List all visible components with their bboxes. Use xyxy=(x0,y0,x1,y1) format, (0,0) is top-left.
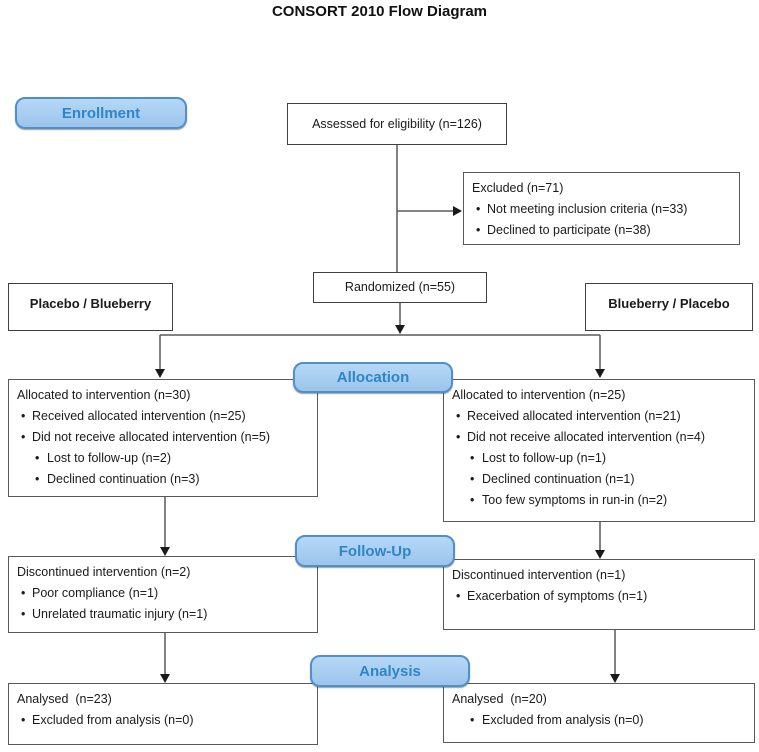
allocation-left-title: Allocated to intervention (n=30) xyxy=(17,388,191,402)
allocation-left-sub-bullet: Declined continuation (n=3) xyxy=(17,469,311,490)
arrowhead-followup-left xyxy=(160,547,170,556)
excluded-title: Excluded (n=71) xyxy=(472,181,564,195)
randomized-box: Randomized (n=55) xyxy=(313,272,487,303)
enrollment-phase-badge: Enrollment xyxy=(15,97,187,129)
follow-up-left-title: Discontinued intervention (n=2) xyxy=(17,565,191,579)
analysis-right-title: Analysed (n=20) xyxy=(452,692,547,706)
allocation-left-box: Allocated to intervention (n=30) Receive… xyxy=(8,379,318,497)
analysis-left-title: Analysed (n=23) xyxy=(17,692,112,706)
allocation-right-title: Allocated to intervention (n=25) xyxy=(452,388,626,402)
arrowhead-analysis-left xyxy=(160,674,170,683)
arrowhead-excluded xyxy=(453,206,462,216)
allocation-left-sub-bullet: Lost to follow-up (n=2) xyxy=(17,448,311,469)
follow-up-left-box: Discontinued intervention (n=2) Poor com… xyxy=(8,556,318,633)
allocation-right-bullet: Did not receive allocated intervention (… xyxy=(452,427,748,448)
allocation-right-bullet: Received allocated intervention (n=21) xyxy=(452,406,748,427)
arrowhead-branch xyxy=(395,325,405,334)
diagram-title: CONSORT 2010 Flow Diagram xyxy=(271,3,488,20)
arm-label-placebo-blueberry: Placebo / Blueberry xyxy=(8,283,173,331)
arrowhead-followup-right xyxy=(595,550,605,559)
allocation-phase-badge: Allocation xyxy=(293,362,453,393)
randomized-text: Randomized (n=55) xyxy=(344,280,456,294)
allocation-right-sub-bullet: Declined continuation (n=1) xyxy=(452,469,748,490)
analysis-right-bullet: Excluded from analysis (n=0) xyxy=(452,710,748,731)
follow-up-right-box: Discontinued intervention (n=1) Exacerba… xyxy=(443,559,755,630)
arrowhead-alloc-left xyxy=(155,369,165,378)
arrowhead-analysis-right xyxy=(610,674,620,683)
follow-up-left-bullet: Unrelated traumatic injury (n=1) xyxy=(17,604,311,625)
excluded-box: Excluded (n=71) Not meeting inclusion cr… xyxy=(463,172,740,245)
excluded-bullet: Not meeting inclusion criteria (n=33) xyxy=(472,199,733,220)
assessed-eligibility-box: Assessed for eligibility (n=126) xyxy=(287,103,507,145)
analysis-left-bullet: Excluded from analysis (n=0) xyxy=(17,710,311,731)
assessed-eligibility-text: Assessed for eligibility (n=126) xyxy=(312,116,482,131)
analysis-left-box: Analysed (n=23) Excluded from analysis (… xyxy=(8,683,318,745)
follow-up-right-title: Discontinued intervention (n=1) xyxy=(452,568,626,582)
allocation-right-sub-bullet: Lost to follow-up (n=1) xyxy=(452,448,748,469)
follow-up-right-bullet: Exacerbation of symptoms (n=1) xyxy=(452,586,748,607)
analysis-right-box: Analysed (n=20) Excluded from analysis (… xyxy=(443,683,755,743)
arrowhead-alloc-right xyxy=(595,369,605,378)
allocation-left-bullet: Did not receive allocated intervention (… xyxy=(17,427,311,448)
allocation-right-box: Allocated to intervention (n=25) Receive… xyxy=(443,379,755,522)
allocation-left-bullet: Received allocated intervention (n=25) xyxy=(17,406,311,427)
allocation-right-sub-bullet: Too few symptoms in run-in (n=2) xyxy=(452,490,748,511)
excluded-bullet: Declined to participate (n=38) xyxy=(472,220,733,241)
follow-up-left-bullet: Poor compliance (n=1) xyxy=(17,583,311,604)
follow-up-phase-badge: Follow-Up xyxy=(295,535,455,567)
analysis-phase-badge: Analysis xyxy=(310,655,470,687)
arm-label-blueberry-placebo: Blueberry / Placebo xyxy=(585,283,753,331)
